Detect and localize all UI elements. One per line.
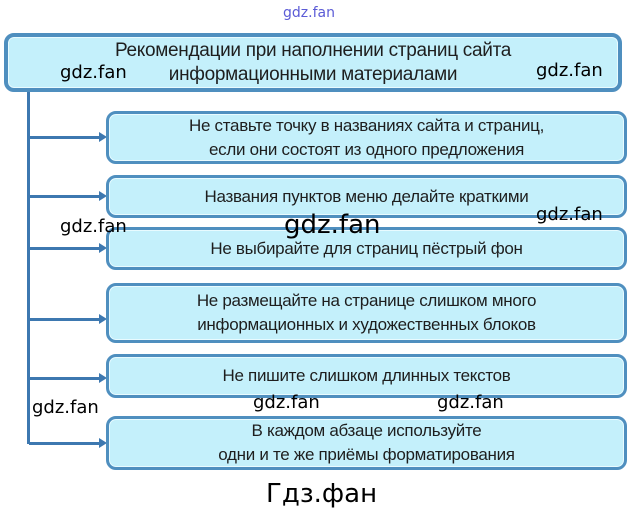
recommendation-box: В каждом абзаце используйте одни и те же… (106, 416, 627, 470)
arrow-1 (29, 132, 107, 142)
title-line: Рекомендации при наполнении страниц сайт… (114, 39, 512, 61)
watermark: gdz.fan (284, 210, 381, 240)
arrow-6 (29, 438, 107, 448)
recommendation-line: информационных и художественных блоков (197, 315, 536, 334)
connector-trunk (27, 92, 30, 444)
watermark: gdz.fan (536, 204, 603, 225)
recommendation-line: Не ставьте точку в названиях сайта и стр… (188, 115, 544, 135)
arrow-4 (29, 314, 107, 324)
recommendation-box: Не размещайте на странице слишком много … (106, 283, 627, 343)
recommendation-line: В каждом абзаце используйте (251, 421, 482, 440)
recommendation-line: одни и те же приёмы форматирования (218, 445, 515, 464)
recommendation-line: Не размещайте на странице слишком много (196, 291, 537, 310)
recommendation-line: Не выбирайте для страниц пёстрый фон (210, 238, 523, 258)
recommendation-line: Не пишите слишком длинных текстов (222, 366, 511, 385)
recommendation-box: Названия пунктов меню делайте краткими (106, 175, 627, 218)
arrow-3 (29, 243, 107, 253)
recommendation-box: Не выбирайте для страниц пёстрый фон (106, 227, 627, 270)
recommendation-box: Не пишите слишком длинных текстов (106, 354, 627, 398)
arrow-5 (29, 373, 107, 383)
watermark: gdz.fan (536, 60, 603, 81)
watermark: gdz.fan (32, 397, 99, 418)
title-line: информационными материалами (168, 63, 458, 85)
recommendation-box: Не ставьте точку в названиях сайта и стр… (106, 111, 627, 164)
watermark: gdz.fan (60, 62, 127, 83)
watermark: gdz.fan (253, 392, 320, 413)
recommendation-line: Названия пунктов меню делайте краткими (204, 186, 529, 206)
arrow-2 (29, 191, 107, 201)
watermark: gdz.fan (60, 216, 127, 237)
watermark: Гдз.фан (266, 479, 378, 509)
watermark: gdz.fan (283, 5, 335, 21)
watermark: gdz.fan (437, 392, 504, 413)
recommendation-line: если они состоят из одного предложения (209, 139, 524, 159)
diagram-title-box: Рекомендации при наполнении страниц сайт… (4, 33, 622, 92)
